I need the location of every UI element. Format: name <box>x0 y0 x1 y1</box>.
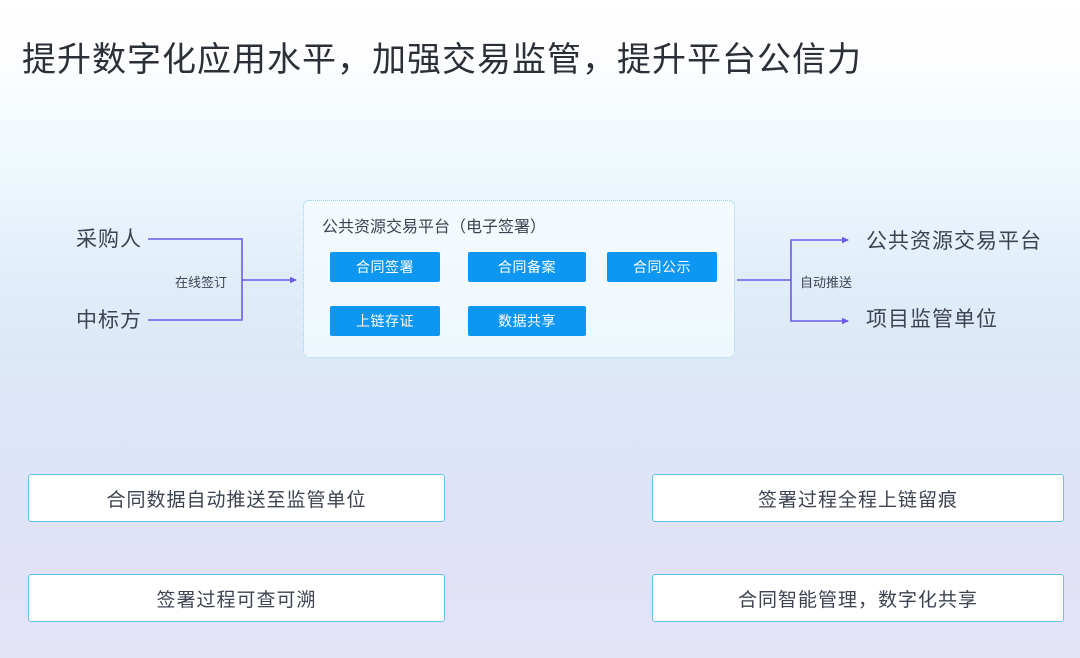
actor-project-regulator: 项目监管单位 <box>866 308 998 331</box>
chip-contract-filing[interactable]: 合同备案 <box>468 252 586 282</box>
feature-box-auto-push[interactable]: 合同数据自动推送至监管单位 <box>28 474 445 522</box>
actor-winning-bidder: 中标方 <box>76 309 142 332</box>
chip-contract-signing[interactable]: 合同签署 <box>330 252 440 282</box>
actor-buyer: 采购人 <box>76 228 142 251</box>
page-title: 提升数字化应用水平，加强交易监管，提升平台公信力 <box>22 41 862 79</box>
actor-public-resource-platform: 公共资源交易平台 <box>866 230 1042 253</box>
chip-contract-publicity[interactable]: 合同公示 <box>607 252 717 282</box>
chip-data-sharing[interactable]: 数据共享 <box>468 306 586 336</box>
chip-blockchain-evidence[interactable]: 上链存证 <box>330 306 440 336</box>
platform-panel: 公共资源交易平台（电子签署） 合同签署 合同备案 合同公示 上链存证 数据共享 <box>303 200 735 358</box>
feature-box-blockchain-trace[interactable]: 签署过程全程上链留痕 <box>652 474 1064 522</box>
platform-panel-title: 公共资源交易平台（电子签署） <box>322 219 547 236</box>
feature-box-smart-management[interactable]: 合同智能管理，数字化共享 <box>652 574 1064 622</box>
connector-label-online-signing: 在线签订 <box>175 275 228 290</box>
feature-box-traceable[interactable]: 签署过程可查可溯 <box>28 574 445 622</box>
connector-label-auto-push: 自动推送 <box>800 275 853 290</box>
